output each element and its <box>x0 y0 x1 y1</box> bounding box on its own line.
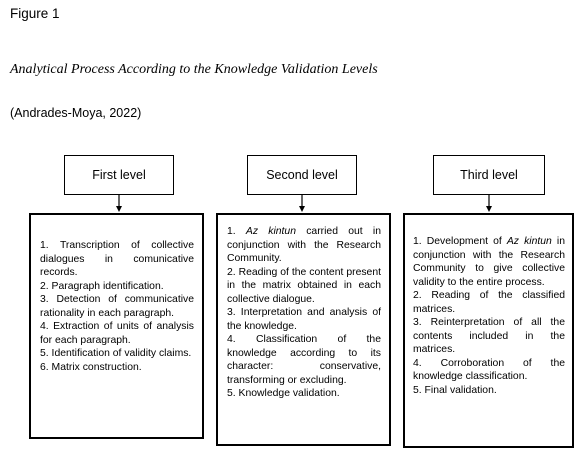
third-level-heading: Third level <box>433 155 545 195</box>
second-level-step-1-em: Az kintun <box>245 226 296 237</box>
first-level-step-2: 2. Paragraph identification. <box>40 280 164 292</box>
second-level-step-4: 4. Classification of the knowledge accor… <box>227 334 381 386</box>
figure-label: Figure 1 <box>10 6 60 21</box>
arrow-head-3 <box>486 206 492 212</box>
third-level-step-1: 1. Development of Az kintun in conjuncti… <box>413 235 565 289</box>
third-level-box: 1. Development of Az kintun in conjuncti… <box>403 213 574 448</box>
first-level-box: 1. Transcription of collective dialogues… <box>29 213 204 439</box>
third-level-step-1-em: Az kintun <box>506 236 552 247</box>
first-level-heading: First level <box>64 155 174 195</box>
second-level-step-3: 3. Interpretation and analysis of the kn… <box>227 307 381 332</box>
second-level-step-1-rest: carried out in conjunction with the Rese… <box>227 226 381 265</box>
second-level-heading: Second level <box>247 155 357 195</box>
third-level-step-3: 3. Reinterpretation of all the contents … <box>413 317 565 356</box>
figure-title: Analytical Process According to the Know… <box>10 62 378 77</box>
figure-source: (Andrades-Moya, 2022) <box>10 106 142 120</box>
second-level-step-1: 1. Az kintun carried out in conjunction … <box>227 225 381 266</box>
third-level-step-1-rest: in conjunction with the Research Communi… <box>413 236 565 288</box>
third-level-step-1-num: 1. Development of <box>413 236 507 247</box>
arrow-head-1 <box>116 206 122 212</box>
third-level-step-5: 5. Final validation. <box>413 384 497 396</box>
second-level-step-1-num: 1. <box>227 226 246 237</box>
first-level-step-6: 6. Matrix construction. <box>40 361 142 373</box>
first-level-step-3: 3. Detection of communicative rationalit… <box>40 294 194 319</box>
third-level-step-2: 2. Reading of the classified matrices. <box>413 290 565 315</box>
first-level-step-4: 4. Extraction of units of analysis for e… <box>40 321 194 346</box>
arrow-head-2 <box>299 206 305 212</box>
first-level-step-5: 5. Identification of validity claims. <box>40 348 192 360</box>
second-level-box: 1. Az kintun carried out in conjunction … <box>216 213 391 446</box>
first-level-step-1: 1. Transcription of collective dialogues… <box>40 240 194 279</box>
second-level-step-5: 5. Knowledge validation. <box>227 388 340 400</box>
second-level-step-2: 2. Reading of the content present in the… <box>227 266 381 305</box>
third-level-step-4: 4. Corroboration of the knowledge classi… <box>413 357 565 383</box>
